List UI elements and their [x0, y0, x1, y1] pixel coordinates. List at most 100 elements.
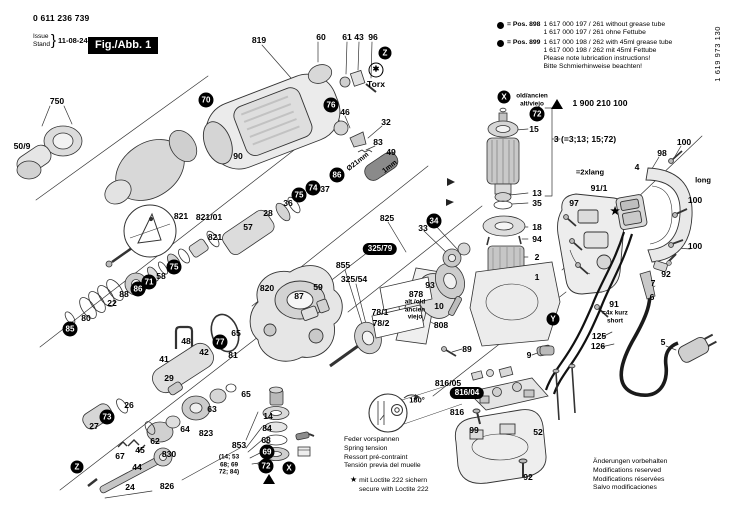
grease-legend: = Pos. 898 1 617 000 197 / 261 without g… — [497, 21, 672, 73]
part-callout-88-50: 88 — [119, 289, 129, 299]
part-callout-92-108: 92 — [661, 269, 671, 279]
part-callout-325-54-34: 325/54 — [340, 274, 368, 284]
part-callout-49-15: 49 — [386, 147, 396, 157]
part-callout-90-16: 90 — [233, 151, 243, 161]
part-callout-50-9-1: 50/9 — [13, 141, 31, 151]
part-callout-6-110: 6 — [649, 292, 655, 302]
part-callout-97-99: 97 — [569, 198, 579, 208]
part-callout-98-103: 98 — [657, 148, 667, 158]
part-callout-126-114: 126 — [590, 341, 606, 351]
part-callout-long-107: long — [695, 175, 711, 185]
grease-point-z-marker-2: Z — [70, 460, 84, 474]
part-callout-9-117: 9 — [526, 350, 532, 360]
issue-brace: } — [51, 32, 57, 49]
part-callout-5-115: 5 — [660, 337, 666, 347]
part-callout-89-42: 89 — [462, 344, 472, 354]
part-callout-68-78: 68 — [261, 435, 271, 445]
issue-block: Issue Stand } 11-08-24 — [33, 32, 88, 49]
part-callout-92-123: 92 — [523, 472, 533, 482]
part-callout-85-53: 85 — [62, 321, 78, 337]
part-callout-48-54: 48 — [181, 336, 191, 346]
part-callout-27-62: 27 — [89, 421, 99, 431]
part-callout-28-24: 28 — [263, 208, 273, 218]
part-callout-853-79: 853 — [231, 440, 247, 450]
part-callout-45-71: 45 — [135, 445, 145, 455]
part-callout-99-121: 99 — [469, 425, 479, 435]
part-callout-2-97: 2 — [534, 252, 540, 262]
part-callout-830-69: 830 — [161, 449, 177, 459]
part-callout-125-113: 125 — [591, 331, 607, 341]
part-callout-180-124: 180° — [409, 395, 425, 405]
pos-899-label: = Pos. 899 — [507, 38, 541, 46]
part-callout-41-55: 41 — [159, 354, 169, 364]
part-callout-73-63: 73 — [99, 409, 115, 425]
loctite-note: ★mit Loctite 222 sichern secure with Loc… — [350, 475, 429, 493]
part-callout-78-2-39: 78/2 — [372, 318, 390, 328]
grease-dot-icon — [497, 39, 504, 47]
part-callout-63-65: 63 — [207, 404, 217, 414]
part-callout-855-33: 855 — [335, 260, 351, 270]
part-callout-819-2: 819 — [251, 35, 267, 45]
part-callout-44-72: 44 — [132, 462, 142, 472]
legend-row-898: = Pos. 898 1 617 000 197 / 261 without g… — [497, 21, 672, 38]
part-callout-62-68: 62 — [150, 436, 160, 446]
part-callout-86-49: 86 — [130, 281, 146, 297]
part-callout-70-10: 70 — [198, 92, 214, 108]
part-callout-77-57: 77 — [212, 334, 228, 350]
part-callout-60-3: 60 — [316, 32, 326, 42]
part-callout-80-52: 80 — [81, 313, 91, 323]
part-callout-22-51: 22 — [107, 298, 117, 308]
loctite-star-marker: ★ — [610, 205, 620, 218]
part-callout-2xlang-92: =2xlang — [575, 167, 605, 177]
grease-point-x-marker: X — [497, 90, 511, 104]
part-callout-26-61: 26 — [124, 400, 134, 410]
part-callout-81-59: 81 — [228, 350, 238, 360]
part-callout-32-13: 32 — [381, 117, 391, 127]
part-callout-94-96: 94 — [532, 234, 542, 244]
part-callout-816-05-118: 816/05 — [434, 378, 462, 388]
part-callout-816-120: 816 — [449, 407, 465, 417]
grease-triangle-marker — [263, 474, 275, 484]
part-callout-65-58: 65 — [231, 328, 241, 338]
part-callout-100-104: 100 — [676, 137, 692, 147]
part-callout-91-111: 91 — [609, 299, 619, 309]
part-callout-74-20: 74 — [305, 180, 321, 196]
part-callout-825-29: 825 — [379, 213, 395, 223]
pos-899-text: 1 617 000 198 / 262 with 45ml grease tub… — [543, 38, 673, 71]
part-callout-46-12: 46 — [340, 107, 350, 117]
part-callout-33-31: 33 — [418, 223, 428, 233]
spring-tension-note: Feder vorspannen Spring tension Ressort … — [344, 436, 421, 470]
torx-screw-icon: ✱ — [368, 62, 384, 78]
part-callout-878-36: 878 — [408, 289, 424, 299]
part-callout-alt-old-ancien-viejo-37: alt /old ancien viejo — [404, 298, 426, 321]
part-callout-52-122: 52 — [533, 427, 543, 437]
legend-row-899: = Pos. 899 1 617 000 198 / 262 with 45ml… — [497, 39, 672, 72]
part-callout-29-60: 29 — [164, 373, 174, 383]
part-callout-75-46: 75 — [166, 259, 182, 275]
part-callout-torx-9: Torx — [367, 79, 385, 89]
part-callout-823-67: 823 — [198, 428, 214, 438]
part-callout-76-11: 76 — [323, 97, 339, 113]
part-callout-75-22: 75 — [291, 187, 307, 203]
grease-dot-icon — [497, 22, 504, 29]
part-callout-72-82: 72 — [258, 458, 274, 474]
issue-label-en: Issue — [33, 33, 49, 41]
part-callout-1-98: 1 — [534, 272, 540, 282]
figure-label: Fig./Abb. 1 — [88, 37, 159, 54]
grease-triangle-marker-2 — [551, 99, 563, 109]
part-callout-64-66: 64 — [180, 424, 190, 434]
part-callout-10-40: 10 — [434, 301, 444, 311]
part-callout-821-01-27: 821/01 — [195, 212, 223, 222]
part-callout-37-21: 37 — [320, 184, 330, 194]
part-callout-old-ancien-alt-viejo-86: old/ancien alt/viejo — [516, 92, 548, 107]
part-callout-71-48: 71 — [141, 274, 157, 290]
star-icon: ★ — [350, 475, 358, 484]
issue-label-de: Stand — [33, 40, 50, 48]
part-callout-750-0: 750 — [49, 96, 65, 106]
part-callout-816-04-119: 816/04 — [449, 387, 485, 399]
part-callout-4x-kurz-short-112: =4x kurz short — [602, 309, 628, 324]
grease-point-y-marker: Y — [546, 312, 560, 326]
part-callout-36-23: 36 — [283, 198, 293, 208]
